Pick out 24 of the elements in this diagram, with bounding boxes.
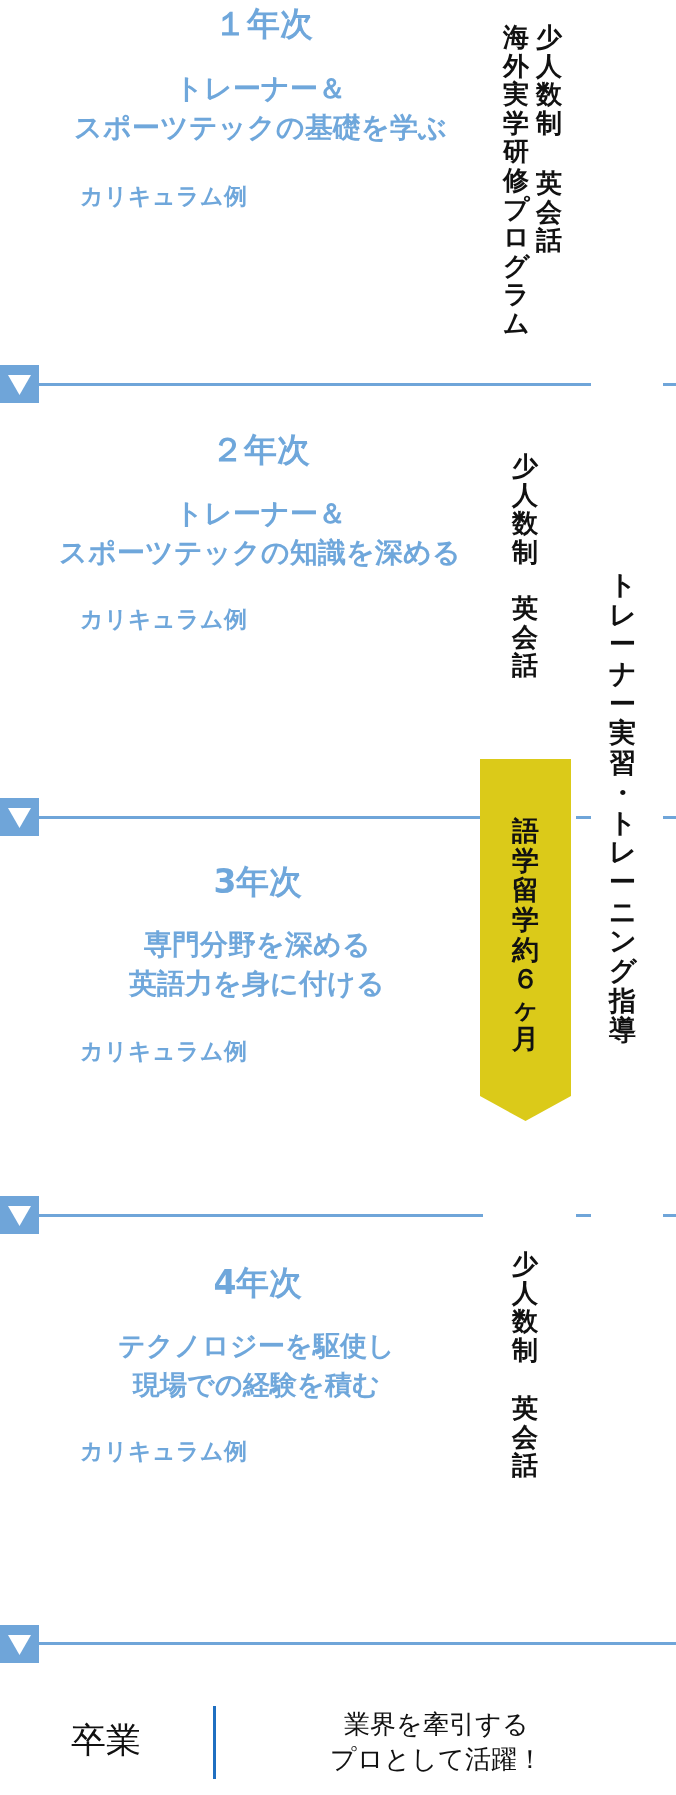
year-goal-text: 専門分野を深める英語力を身に付ける bbox=[129, 927, 385, 1002]
graduation-text: 業界を牽引するプロとして活躍！ bbox=[329, 1708, 543, 1776]
year-goal-text: テクノロジーを駆使し現場での経験を積む bbox=[117, 1329, 395, 1402]
year-goal-text: トレーナー＆スポーツテックの知識を深める bbox=[59, 496, 461, 571]
curriculum-heading: カリキュラム例 bbox=[80, 606, 247, 634]
year-heading: 4年次 bbox=[213, 1263, 303, 1303]
curriculum-heading: カリキュラム例 bbox=[80, 183, 247, 211]
year-heading: ２年次 bbox=[210, 430, 310, 470]
year-heading: １年次 bbox=[213, 4, 313, 44]
feature-label: 少人数制 bbox=[536, 23, 562, 138]
pentagon-banner bbox=[480, 759, 571, 1121]
feature-label: 英会話 bbox=[512, 1394, 538, 1480]
year-goal-text: トレーナー＆スポーツテックの基礎を学ぶ bbox=[73, 71, 447, 146]
year-heading: 3年次 bbox=[213, 862, 303, 902]
feature-label: 少人数制 bbox=[512, 452, 538, 567]
curriculum-heading: カリキュラム例 bbox=[80, 1038, 247, 1066]
curriculum-heading: カリキュラム例 bbox=[80, 1438, 247, 1466]
graduation-label: 卒業 bbox=[71, 1719, 141, 1761]
feature-label: 少人数制 bbox=[512, 1250, 538, 1365]
feature-label: 英会話 bbox=[536, 169, 562, 255]
banner-text: 語学留学約６ヶ月 bbox=[512, 816, 539, 1054]
training-label: トレーナー実習・トレーニング指導 bbox=[609, 570, 636, 1045]
program-label: 海外実学研修プログラム bbox=[503, 23, 529, 338]
feature-label: 英会話 bbox=[512, 594, 538, 680]
